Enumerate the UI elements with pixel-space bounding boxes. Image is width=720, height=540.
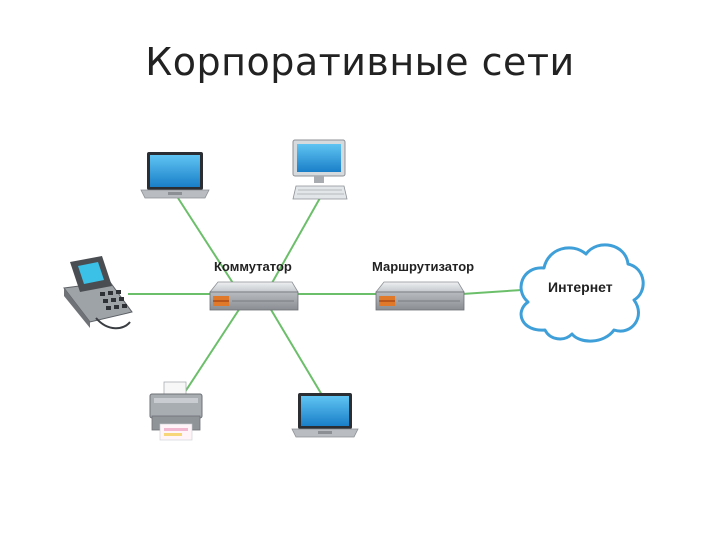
router-icon xyxy=(375,281,465,311)
switch-label: Коммутатор xyxy=(214,259,292,274)
ip-phone-icon xyxy=(63,256,133,330)
link-laptop2-switch xyxy=(269,307,323,396)
network-switch-icon xyxy=(209,281,299,311)
link-printer-switch xyxy=(182,307,241,396)
laptop-icon xyxy=(291,393,359,438)
printer-icon xyxy=(149,381,203,441)
router-label: Маршрутизатор xyxy=(372,259,474,274)
internet-label: Интернет xyxy=(548,279,613,295)
link-desktop-switch xyxy=(267,197,321,291)
slide-title: Корпоративные сети xyxy=(145,40,575,84)
link-router-internet xyxy=(461,289,523,295)
link-laptop-switch xyxy=(177,197,241,295)
laptop-icon xyxy=(140,152,210,199)
internet-cloud-icon xyxy=(519,243,645,343)
desktop-computer-icon xyxy=(292,139,348,200)
network-links xyxy=(128,197,523,396)
